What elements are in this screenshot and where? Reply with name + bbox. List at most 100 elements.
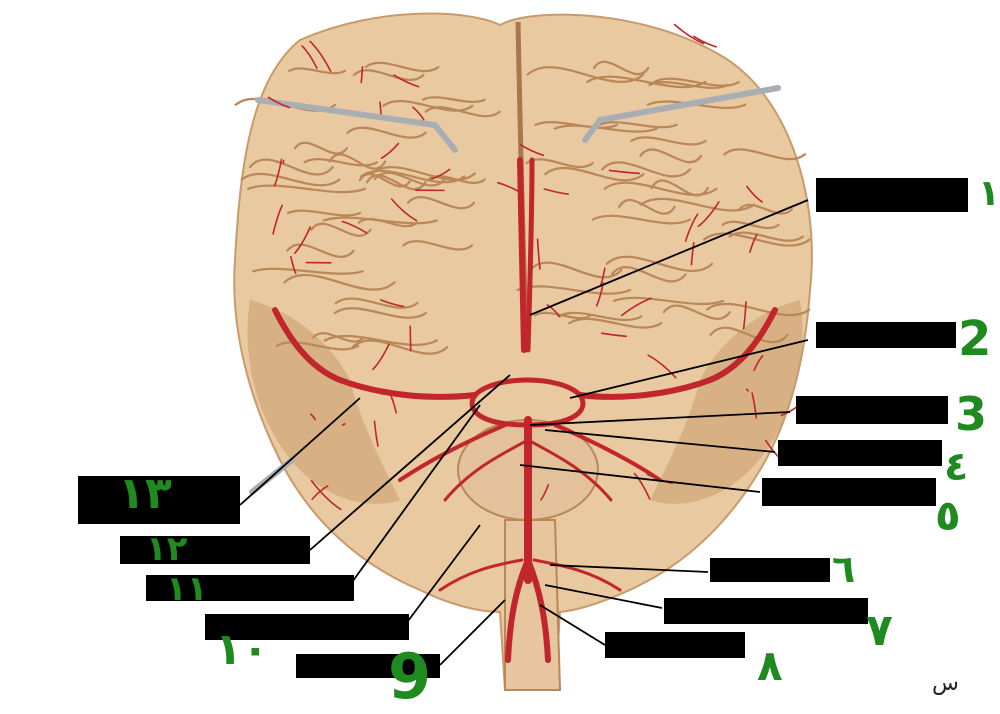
label-box-8[interactable] <box>605 632 745 658</box>
gyrus-line <box>322 216 438 225</box>
gyrus-line <box>612 296 725 306</box>
artery-branch <box>742 301 747 330</box>
artery-branch <box>673 23 705 45</box>
hw-number-7: ٧ <box>866 605 893 656</box>
gyrus-line <box>728 231 804 242</box>
inferior-cerebellar-artery-right <box>532 558 622 592</box>
artery-branch <box>379 101 382 115</box>
label-box-2[interactable] <box>816 322 956 348</box>
leader-line-9 <box>439 599 506 666</box>
label-box-3[interactable] <box>796 396 948 424</box>
label-box-12[interactable] <box>120 536 310 564</box>
posterior-cerebral-artery-left <box>398 423 507 482</box>
artery-branch <box>272 204 284 235</box>
artery-branch <box>749 233 758 253</box>
anterior-cerebral-artery-2 <box>525 157 535 353</box>
hw-number-4: ٤ <box>944 444 968 490</box>
hw-number-2: 2 <box>958 311 991 367</box>
artery-branch <box>412 106 425 121</box>
gyrus-line <box>286 209 362 217</box>
temporal-lobe-left <box>247 300 400 504</box>
gyrus-line <box>365 174 427 191</box>
gyrus-line <box>738 203 794 215</box>
label-box-7[interactable] <box>664 598 868 624</box>
gyrus-line <box>283 273 396 291</box>
hw-number-13: ١٣ <box>118 468 172 519</box>
gyrus-line <box>334 297 419 309</box>
leader-line-13 <box>239 397 361 506</box>
hw-number-3: 3 <box>955 387 987 441</box>
leader-line-1 <box>529 199 809 316</box>
hw-number-12: ١٢ <box>146 529 188 569</box>
gyrus-line <box>323 334 438 346</box>
artery-branch <box>380 299 405 308</box>
gyrus-line <box>382 99 474 112</box>
leader-line-8 <box>539 604 606 646</box>
gyrus-line <box>310 222 372 237</box>
artery-branches <box>267 23 809 511</box>
gyrus-line <box>721 220 780 230</box>
label-box-13[interactable] <box>78 476 240 524</box>
gyrus-line <box>406 196 476 210</box>
artery-branch <box>430 168 451 180</box>
inferior-cerebellar-artery-left <box>438 558 524 592</box>
artery-branch <box>697 201 720 228</box>
artery-branch <box>267 96 291 109</box>
gyrus-line <box>358 173 412 188</box>
gyrus-line <box>723 148 807 161</box>
artery-branch <box>716 364 736 381</box>
artery-branch <box>497 181 522 194</box>
hw-number-5: ٥ <box>935 491 961 540</box>
gyrus-line <box>303 158 379 167</box>
gyrus-line <box>286 243 355 258</box>
label-box-11[interactable] <box>146 575 354 601</box>
artery-branch <box>753 355 764 372</box>
corner-mark: س <box>932 671 959 696</box>
artery-branch <box>341 423 346 426</box>
leader-line-6 <box>549 564 709 573</box>
gyrus-line <box>705 302 811 317</box>
hw-number-9: 9 <box>388 640 431 713</box>
leader-line-7 <box>544 584 663 609</box>
gyrus-line <box>288 67 347 75</box>
artery-branch <box>647 354 677 379</box>
artery-branch <box>273 158 283 187</box>
artery-branch <box>600 332 628 338</box>
artery-branch <box>380 142 400 159</box>
gyrus-line <box>533 311 592 320</box>
arteries <box>267 23 809 663</box>
artery-branch <box>620 297 652 317</box>
gyrus-line <box>605 255 714 272</box>
gyrus-line <box>346 126 427 139</box>
artery-branch <box>751 392 758 419</box>
superior-cerebellar-artery-left <box>443 438 530 502</box>
artery-branch <box>301 45 318 69</box>
gyrus-line <box>240 172 341 187</box>
retractor-right <box>582 85 781 143</box>
label-box-6[interactable] <box>710 558 830 582</box>
label-box-5[interactable] <box>762 478 936 506</box>
gyrus-line <box>247 184 367 194</box>
gyrus-line <box>557 311 643 322</box>
gyrus-line <box>610 266 687 283</box>
gyrus-line <box>639 148 703 164</box>
artery-branch <box>536 238 541 270</box>
gyrus-line <box>652 77 740 87</box>
gyrus-line <box>252 267 364 275</box>
gyrus-line <box>328 153 387 170</box>
gyrus-line <box>591 214 692 225</box>
gyrus-line <box>639 197 756 212</box>
label-box-10[interactable] <box>205 614 409 640</box>
artery-branch <box>310 413 316 421</box>
posterior-cerebral-artery-right <box>553 423 662 482</box>
leader-line-10 <box>404 524 481 626</box>
label-box-4[interactable] <box>778 440 942 466</box>
leader-line-2 <box>569 339 809 399</box>
gyrus-line <box>422 96 486 104</box>
label-box-1[interactable] <box>816 178 968 212</box>
gyrus-line <box>618 198 676 215</box>
artery-branch <box>690 241 695 266</box>
label-box-9[interactable] <box>296 654 440 678</box>
retractor-left <box>255 97 458 153</box>
gyrus-line <box>586 75 707 89</box>
